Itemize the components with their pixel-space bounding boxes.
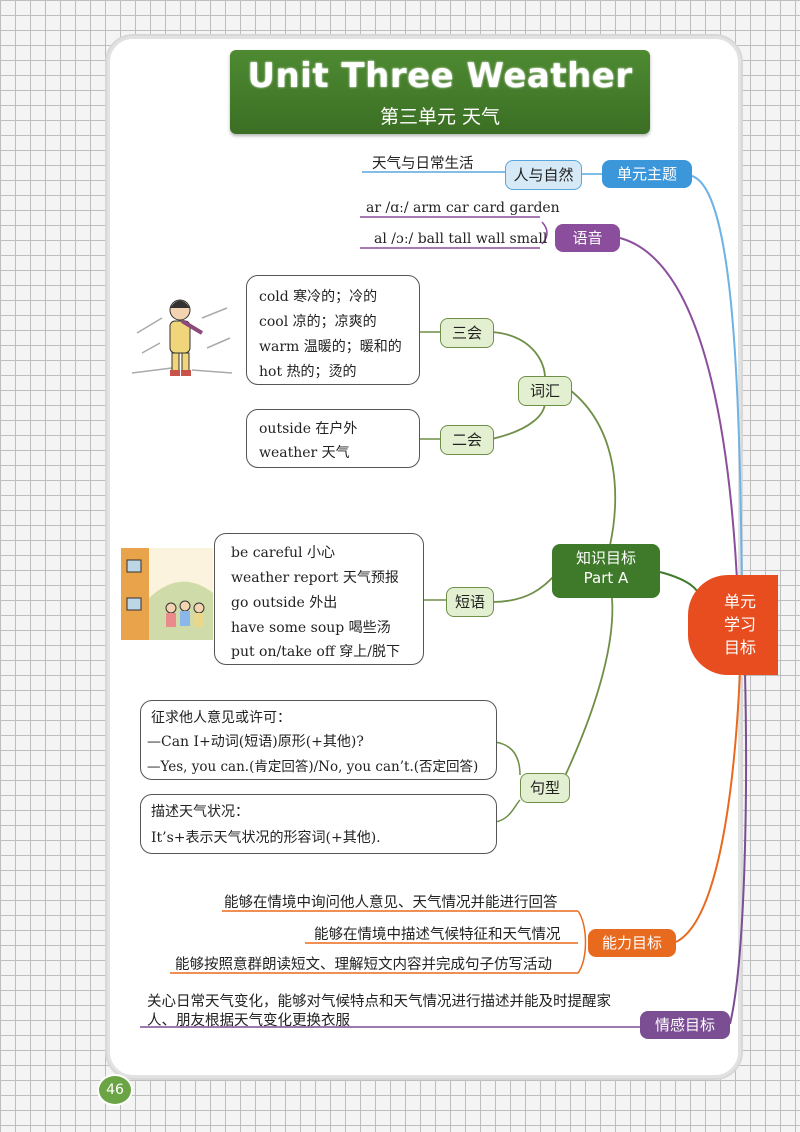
phrase-go-outside: go outside 外出 bbox=[231, 595, 338, 611]
knowledge-node: 知识目标 Part A bbox=[552, 544, 660, 598]
root-line-3: 目标 bbox=[724, 638, 757, 657]
describe-weather-box: 描述天气状况： It’s+表示天气状况的形容词(+其他). bbox=[140, 794, 497, 854]
theme-sub-node: 人与自然 bbox=[505, 160, 582, 190]
title-english: Unit Three Weather bbox=[247, 56, 633, 96]
ask-permission-box: 征求他人意见或许可： —Can I+动词(短语)原形(+其他)? —Yes, y… bbox=[140, 700, 497, 780]
vocab-warm: warm 温暖的；暖和的 bbox=[259, 339, 402, 355]
emotion-line-2: 人、朋友根据天气变化更换衣服 bbox=[147, 1013, 350, 1029]
cold-child-illustration bbox=[132, 299, 232, 376]
root-line-2: 学习 bbox=[724, 615, 757, 634]
vocab-three-box: cold 寒冷的；冷的 cool 凉的；凉爽的 warm 温暖的；暖和的 hot… bbox=[246, 275, 420, 385]
theme-node: 单元主题 bbox=[602, 160, 692, 188]
page-number: 46 bbox=[97, 1074, 133, 1106]
unit-goals-root-node: 单元 学习 目标 bbox=[688, 575, 778, 675]
phrases-box: be careful 小心 weather report 天气预报 go out… bbox=[214, 533, 424, 665]
ability-node: 能力目标 bbox=[588, 929, 676, 957]
title-chinese: 第三单元 天气 bbox=[379, 106, 501, 128]
vocab-three-node: 三会 bbox=[440, 318, 494, 348]
ability-item-2: 能够在情境中描述气候特征和天气情况 bbox=[314, 927, 561, 943]
vocab-two-node: 二会 bbox=[440, 425, 494, 455]
emotion-node: 情感目标 bbox=[640, 1011, 730, 1039]
emotion-line-1: 关心日常天气变化，能够对气候特点和天气情况进行描述并能及时提醒家 bbox=[147, 994, 611, 1010]
describe-line: It’s+表示天气状况的形容词(+其他). bbox=[151, 830, 381, 846]
ask-title: 征求他人意见或许可： bbox=[151, 710, 291, 726]
vocab-two-box: outside 在户外 weather 天气 bbox=[246, 409, 420, 468]
knowledge-label-cn: 知识目标 bbox=[575, 549, 636, 567]
vocab-node: 词汇 bbox=[518, 376, 572, 406]
kids-outside-illustration bbox=[121, 548, 213, 640]
sentences-node: 句型 bbox=[520, 773, 570, 803]
phonics-line-al: al /ɔː/ ball tall wall small bbox=[374, 231, 548, 247]
ability-item-3: 能够按照意群朗读短文、理解短文内容并完成句子仿写活动 bbox=[175, 957, 552, 973]
phrase-put-on: put on/take off 穿上/脱下 bbox=[231, 644, 400, 660]
vocab-cool: cool 凉的；凉爽的 bbox=[259, 314, 377, 330]
theme-detail: 天气与日常生活 bbox=[372, 156, 474, 172]
phrase-weather-report: weather report 天气预报 bbox=[231, 570, 399, 586]
root-line-1: 单元 bbox=[724, 592, 757, 611]
vocab-weather: weather 天气 bbox=[259, 445, 350, 461]
knowledge-label-en: Part A bbox=[583, 569, 629, 587]
phonics-node: 语音 bbox=[555, 224, 620, 252]
ability-item-1: 能够在情境中询问他人意见、天气情况并能进行回答 bbox=[224, 895, 558, 911]
phrase-be-careful: be careful 小心 bbox=[231, 545, 335, 561]
vocab-outside: outside 在户外 bbox=[259, 421, 358, 437]
describe-title: 描述天气状况： bbox=[151, 804, 249, 820]
title-banner: Unit Three Weather 第三单元 天气 bbox=[230, 50, 650, 134]
phrase-have-soup: have some soup 喝些汤 bbox=[231, 620, 391, 636]
vocab-hot: hot 热的；烫的 bbox=[259, 364, 357, 380]
vocab-cold: cold 寒冷的；冷的 bbox=[259, 289, 378, 305]
phonics-line-ar: ar /ɑː/ arm car card garden bbox=[366, 200, 560, 216]
phrases-node: 短语 bbox=[446, 587, 494, 617]
ask-line-question: —Can I+动词(短语)原形(+其他)? bbox=[147, 734, 364, 750]
ask-line-answer: —Yes, you can.(肯定回答)/No, you can’t.(否定回答… bbox=[147, 759, 479, 775]
